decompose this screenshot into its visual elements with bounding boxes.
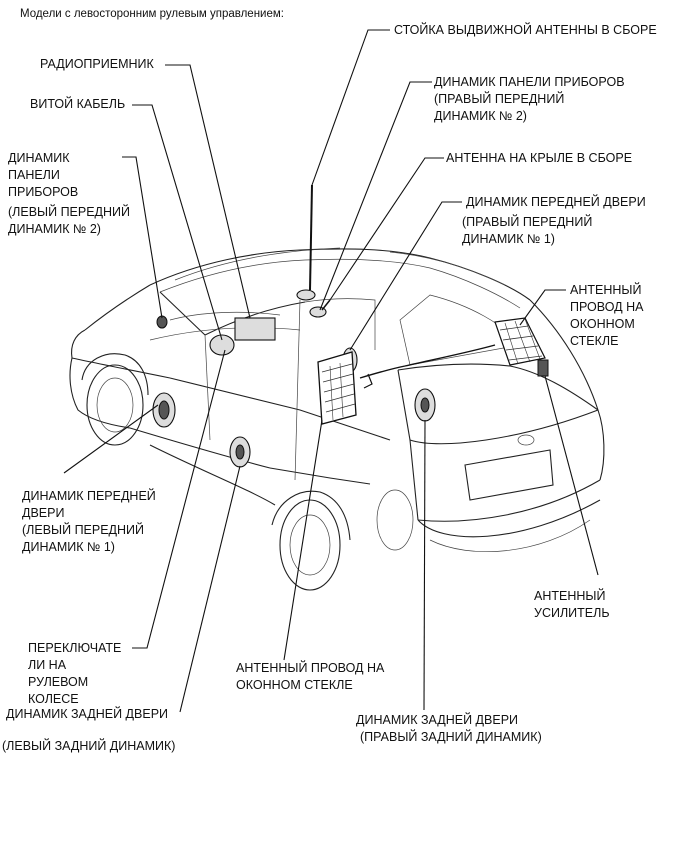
label-left-rear-door-speaker: ДИНАМИК ЗАДНЕЙ ДВЕРИ bbox=[6, 707, 169, 721]
vehicle-outline bbox=[69, 247, 605, 591]
rear-window-antenna-part bbox=[494, 317, 546, 366]
label-left-front-door-speaker-sub: (ЛЕВЫЙ ПЕРЕДНИЙ ДИНАМИК № 1) bbox=[22, 523, 145, 554]
label-right-rear-door-speaker-sub: (ПРАВЫЙ ЗАДНИЙ ДИНАМИК) bbox=[360, 730, 542, 744]
antenna-pole-part bbox=[296, 289, 316, 301]
radio-part bbox=[234, 317, 276, 341]
label-rear-window-antenna: АНТЕННЫЙ ПРОВОД НА ОКОННОМ СТЕКЛЕ bbox=[570, 283, 644, 348]
side-window-antenna-part bbox=[317, 351, 357, 425]
spiral-cable-part bbox=[209, 334, 235, 356]
label-radio: РАДИОПРИЕМНИК bbox=[40, 57, 154, 71]
label-side-window-antenna: АНТЕННЫЙ ПРОВОД НА ОКОННОМ СТЕКЛЕ bbox=[236, 661, 385, 692]
amplifier-part bbox=[537, 359, 549, 377]
components bbox=[152, 184, 549, 468]
leader-lines bbox=[63, 29, 599, 713]
label-left-front-door-speaker: ДИНАМИК ПЕРЕДНЕЙ ДВЕРИ bbox=[22, 489, 156, 520]
label-antenna-amplifier: АНТЕННЫЙ УСИЛИТЕЛЬ bbox=[534, 589, 610, 620]
label-antenna-pole: СТОЙКА ВЫДВИЖНОЙ АНТЕННЫ В СБОРЕ bbox=[394, 23, 657, 37]
label-right-front-door-speaker-sub: (ПРАВЫЙ ПЕРЕДНИЙ ДИНАМИК № 1) bbox=[462, 215, 593, 246]
label-steering-switches: ПЕРЕКЛЮЧАТЕ ЛИ НА РУЛЕВОМ КОЛЕСЕ bbox=[28, 641, 122, 706]
label-fender-antenna: АНТЕННА НА КРЫЛЕ В СБОРЕ bbox=[446, 151, 633, 165]
label-right-panel-speaker: ДИНАМИК ПАНЕЛИ ПРИБОРОВ (ПРАВЫЙ ПЕРЕДНИЙ… bbox=[434, 75, 625, 123]
label-right-front-door-speaker: ДИНАМИК ПЕРЕДНЕЙ ДВЕРИ bbox=[466, 195, 646, 209]
label-left-panel-speaker-sub: (ЛЕВЫЙ ПЕРЕДНИЙ ДИНАМИК № 2) bbox=[8, 205, 131, 236]
label-spiral-cable: ВИТОЙ КАБЕЛЬ bbox=[30, 97, 126, 111]
label-left-panel-speaker: ДИНАМИК ПАНЕЛИ ПРИБОРОВ bbox=[8, 151, 79, 199]
label-left-rear-door-speaker-sub: (ЛЕВЫЙ ЗАДНИЙ ДИНАМИК) bbox=[2, 739, 176, 753]
header-note: Модели с левосторонним рулевым управлени… bbox=[20, 8, 284, 20]
label-right-rear-door-speaker: ДИНАМИК ЗАДНЕЙ ДВЕРИ bbox=[356, 713, 519, 727]
